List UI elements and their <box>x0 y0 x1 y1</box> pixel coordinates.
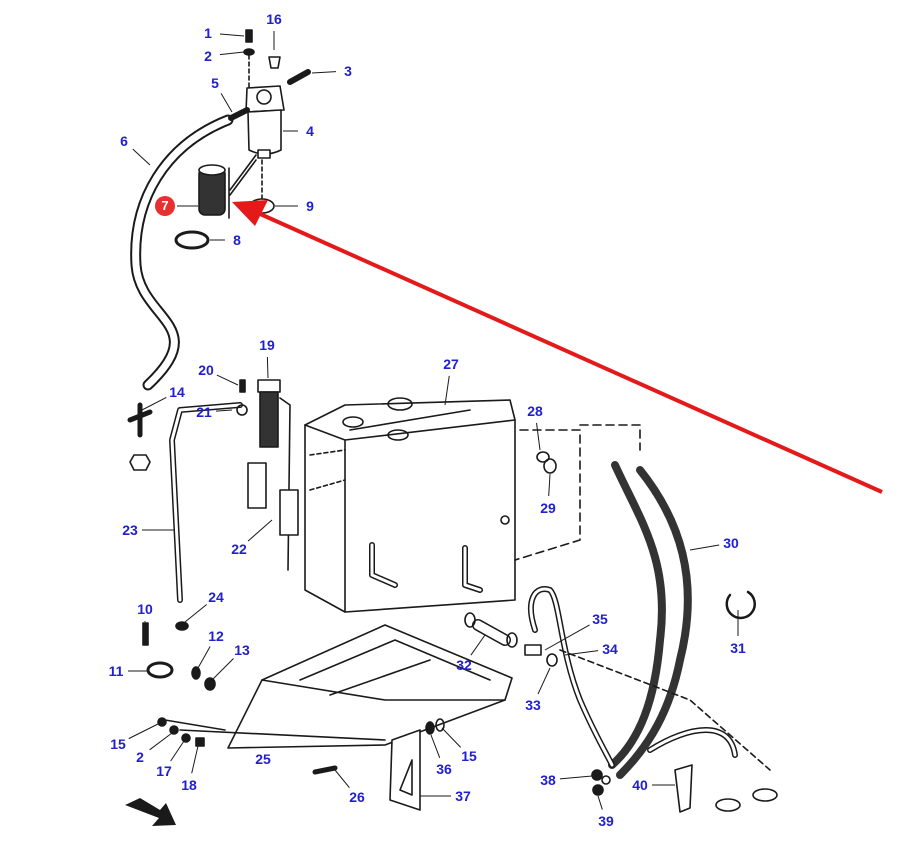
leader-line <box>544 624 590 651</box>
callout-35: 35 <box>592 611 608 627</box>
leader-line <box>220 93 233 113</box>
callout-2: 2 <box>204 48 212 64</box>
callout-4: 4 <box>306 123 314 139</box>
callout-27: 27 <box>443 356 459 372</box>
leader-line <box>141 397 167 411</box>
leader-line <box>247 519 273 542</box>
leader-line <box>430 734 441 758</box>
callout-18: 18 <box>181 777 197 793</box>
leader-line <box>441 727 462 748</box>
callout-21: 21 <box>196 404 212 420</box>
leader-line <box>197 646 211 669</box>
callout-3: 3 <box>344 63 352 79</box>
callout-38: 38 <box>540 772 556 788</box>
callout-33: 33 <box>525 697 541 713</box>
callout-36: 36 <box>436 761 452 777</box>
callout-40: 40 <box>632 777 648 793</box>
callout-29: 29 <box>540 500 556 516</box>
callout-34: 34 <box>602 641 618 657</box>
leader-line <box>548 473 551 497</box>
direction-arrow-icon <box>125 798 176 826</box>
clip-8 <box>174 230 210 250</box>
hose-30b <box>616 466 692 779</box>
filter-head <box>245 85 285 113</box>
leader-line <box>597 795 603 810</box>
leader-line <box>444 375 450 406</box>
leader-line <box>689 544 720 551</box>
leader-line <box>219 51 245 56</box>
leader-line <box>564 650 599 656</box>
leader-line <box>536 422 541 451</box>
callout-39: 39 <box>598 813 614 829</box>
leader-line <box>216 374 239 386</box>
hose-6 <box>130 114 234 391</box>
callout-10: 10 <box>137 601 153 617</box>
leader-line <box>211 658 234 681</box>
callout-5: 5 <box>211 75 219 91</box>
callout-16: 16 <box>266 11 282 27</box>
callout-15: 15 <box>461 748 477 764</box>
callout-26: 26 <box>349 789 365 805</box>
callout-20: 20 <box>198 362 214 378</box>
callout-22: 22 <box>231 541 247 557</box>
leader-line <box>132 148 151 166</box>
leader-line <box>311 71 337 74</box>
tray-25 <box>227 624 513 749</box>
leader-line <box>334 769 350 789</box>
leader-line <box>191 745 199 774</box>
leader-line <box>184 604 207 623</box>
leader-line <box>170 740 185 762</box>
callout-2: 2 <box>136 749 144 765</box>
callout-17: 17 <box>156 763 172 779</box>
callout-8: 8 <box>233 232 241 248</box>
leader-line <box>219 33 245 37</box>
callout-13: 13 <box>234 642 250 658</box>
leader-line <box>537 667 551 695</box>
callout-11: 11 <box>108 663 124 679</box>
leader-line <box>149 732 173 751</box>
callout-23: 23 <box>122 522 138 538</box>
bracket-37 <box>389 729 421 811</box>
filter-bowl-4 <box>247 109 282 155</box>
callout-25: 25 <box>255 751 271 767</box>
red-pointer-arrow-icon <box>232 200 883 494</box>
leader-line <box>128 723 159 740</box>
callout-7: 7 <box>155 196 175 216</box>
callout-9: 9 <box>306 198 314 214</box>
callout-30: 30 <box>723 535 739 551</box>
callout-6: 6 <box>120 133 128 149</box>
leader-line <box>215 409 233 412</box>
callout-24: 24 <box>208 589 224 605</box>
leader-line <box>266 356 269 379</box>
rod-23 <box>169 402 243 603</box>
callout-28: 28 <box>527 403 543 419</box>
leader-line <box>559 775 593 780</box>
callout-15: 15 <box>110 736 126 752</box>
callout-37: 37 <box>455 788 471 804</box>
leader-line <box>470 634 486 656</box>
callout-14: 14 <box>169 384 185 400</box>
callout-12: 12 <box>208 628 224 644</box>
hose-30a <box>608 461 666 769</box>
callout-19: 19 <box>259 337 275 353</box>
callout-1: 1 <box>204 25 212 41</box>
callout-32: 32 <box>456 657 472 673</box>
callout-31: 31 <box>730 640 746 656</box>
